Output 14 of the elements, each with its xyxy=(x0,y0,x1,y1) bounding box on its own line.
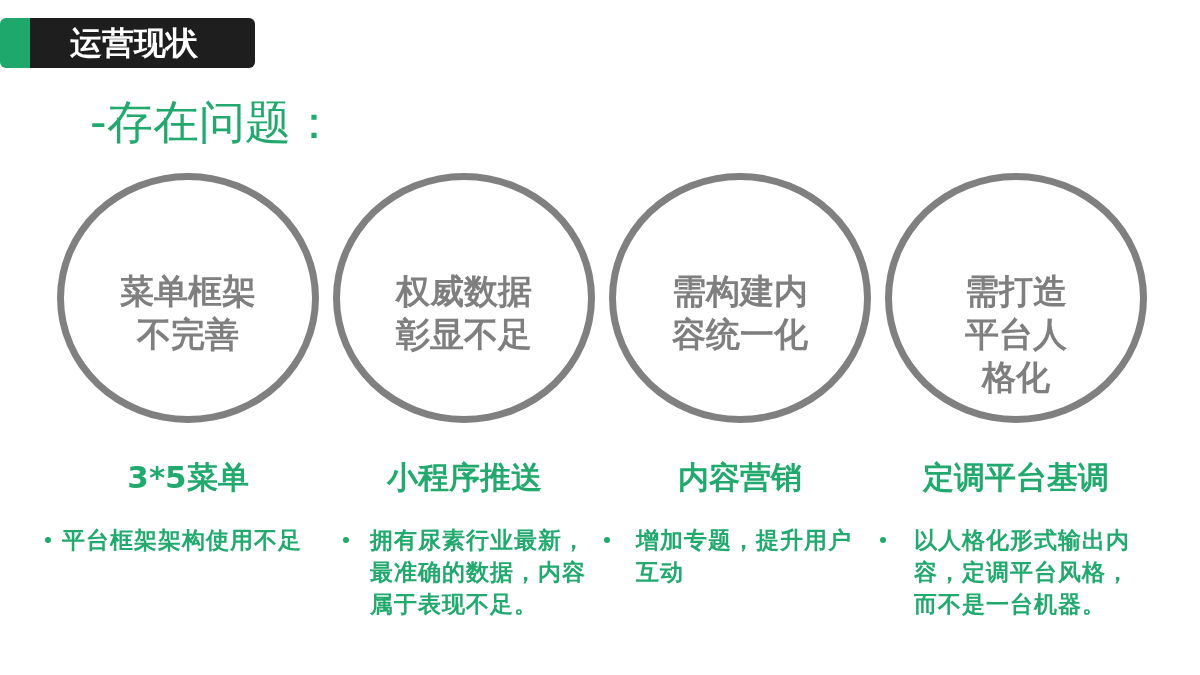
circle-text: 权威数据彰显不足 xyxy=(394,270,533,356)
bullet-text: 拥有尿素行业最新，最准确的数据，内容属于表现不足。 xyxy=(370,526,587,619)
section-subtitle: -存在问题： xyxy=(90,94,337,150)
bullet-text: 平台框架架构使用不足 xyxy=(62,526,303,555)
column-heading: 定调平台基调 xyxy=(921,458,1110,497)
column-heading: 3*5菜单 xyxy=(126,458,250,497)
bullet-text: 以人格化形式输出内容，定调平台风格，而不是一台机器。 xyxy=(914,526,1131,619)
column-heading: 小程序推送 xyxy=(385,458,543,497)
title-text: 运营现状 xyxy=(70,24,198,62)
circle-text: 需打造平台人格化 xyxy=(964,270,1068,399)
column-heading: 内容营销 xyxy=(677,458,803,497)
circle-text: 菜单框架不完善 xyxy=(119,270,257,356)
bullet-text: 增加专题，提升用户互动 xyxy=(636,526,853,587)
circle-text: 需构建内容统一化 xyxy=(671,270,809,356)
